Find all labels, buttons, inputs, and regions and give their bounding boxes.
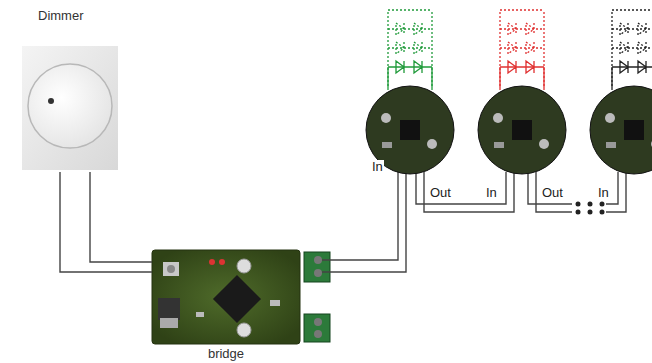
pin-label: Out bbox=[429, 186, 452, 200]
wires bbox=[322, 172, 626, 272]
pin-label: In bbox=[485, 186, 498, 200]
pin-label: Out bbox=[541, 186, 564, 200]
bridge-device: bridge bbox=[148, 246, 304, 361]
driver-boards bbox=[366, 86, 652, 174]
dimmer-device: Dimmer bbox=[20, 8, 120, 172]
wire-connector bbox=[60, 172, 152, 272]
device-label: Dimmer bbox=[38, 8, 84, 23]
led-strings bbox=[388, 10, 652, 90]
pin-label: In bbox=[371, 160, 384, 174]
continuation-dots bbox=[576, 202, 605, 215]
dimmer-picture bbox=[22, 46, 118, 170]
device-label: bridge bbox=[208, 346, 244, 361]
bridge-board bbox=[152, 250, 330, 344]
pin-label: In bbox=[597, 186, 610, 200]
